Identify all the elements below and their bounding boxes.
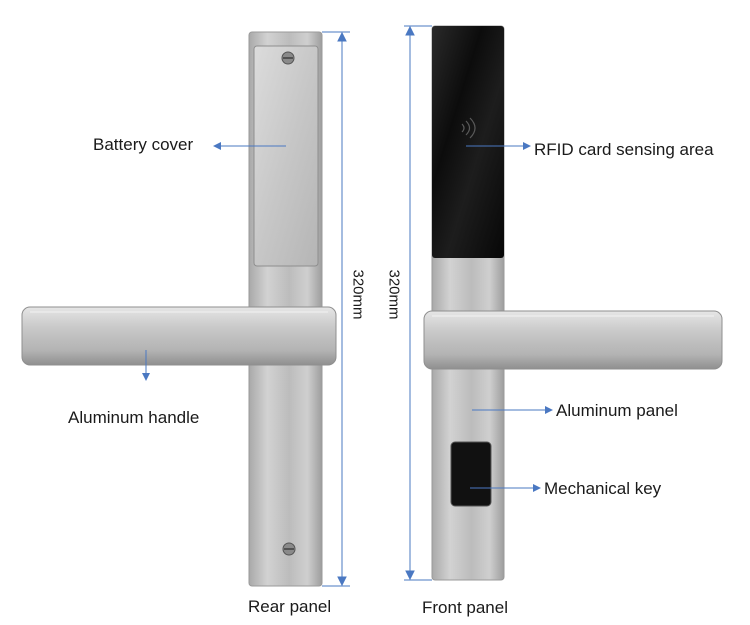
rear-handle [21,306,337,366]
aluminum-panel-label: Aluminum panel [556,401,678,420]
mechanical-key-slot [450,441,492,507]
screw-icon [281,51,295,65]
screw-icon [282,542,296,556]
leader-lines [142,142,553,492]
rfid-wave-icon [461,117,476,139]
rear-panel [21,31,337,587]
rfid-glass-panel [432,26,504,258]
front-panel [423,25,723,581]
battery-cover [253,45,319,267]
mechanical-key-label: Mechanical key [544,479,662,498]
front-dimension-label: 320mm [385,269,403,320]
rfid-area-label: RFID card sensing area [534,140,714,159]
front-dimension-line [404,25,432,581]
battery-cover-label: Battery cover [93,135,194,154]
front-panel-label: Front panel [422,598,508,617]
rear-panel-label: Rear panel [248,597,332,616]
rear-dimension-line [322,31,350,587]
front-handle [423,310,723,370]
rear-dimension-label: 320mm [349,269,367,320]
aluminum-handle-label: Aluminum handle [68,408,200,427]
